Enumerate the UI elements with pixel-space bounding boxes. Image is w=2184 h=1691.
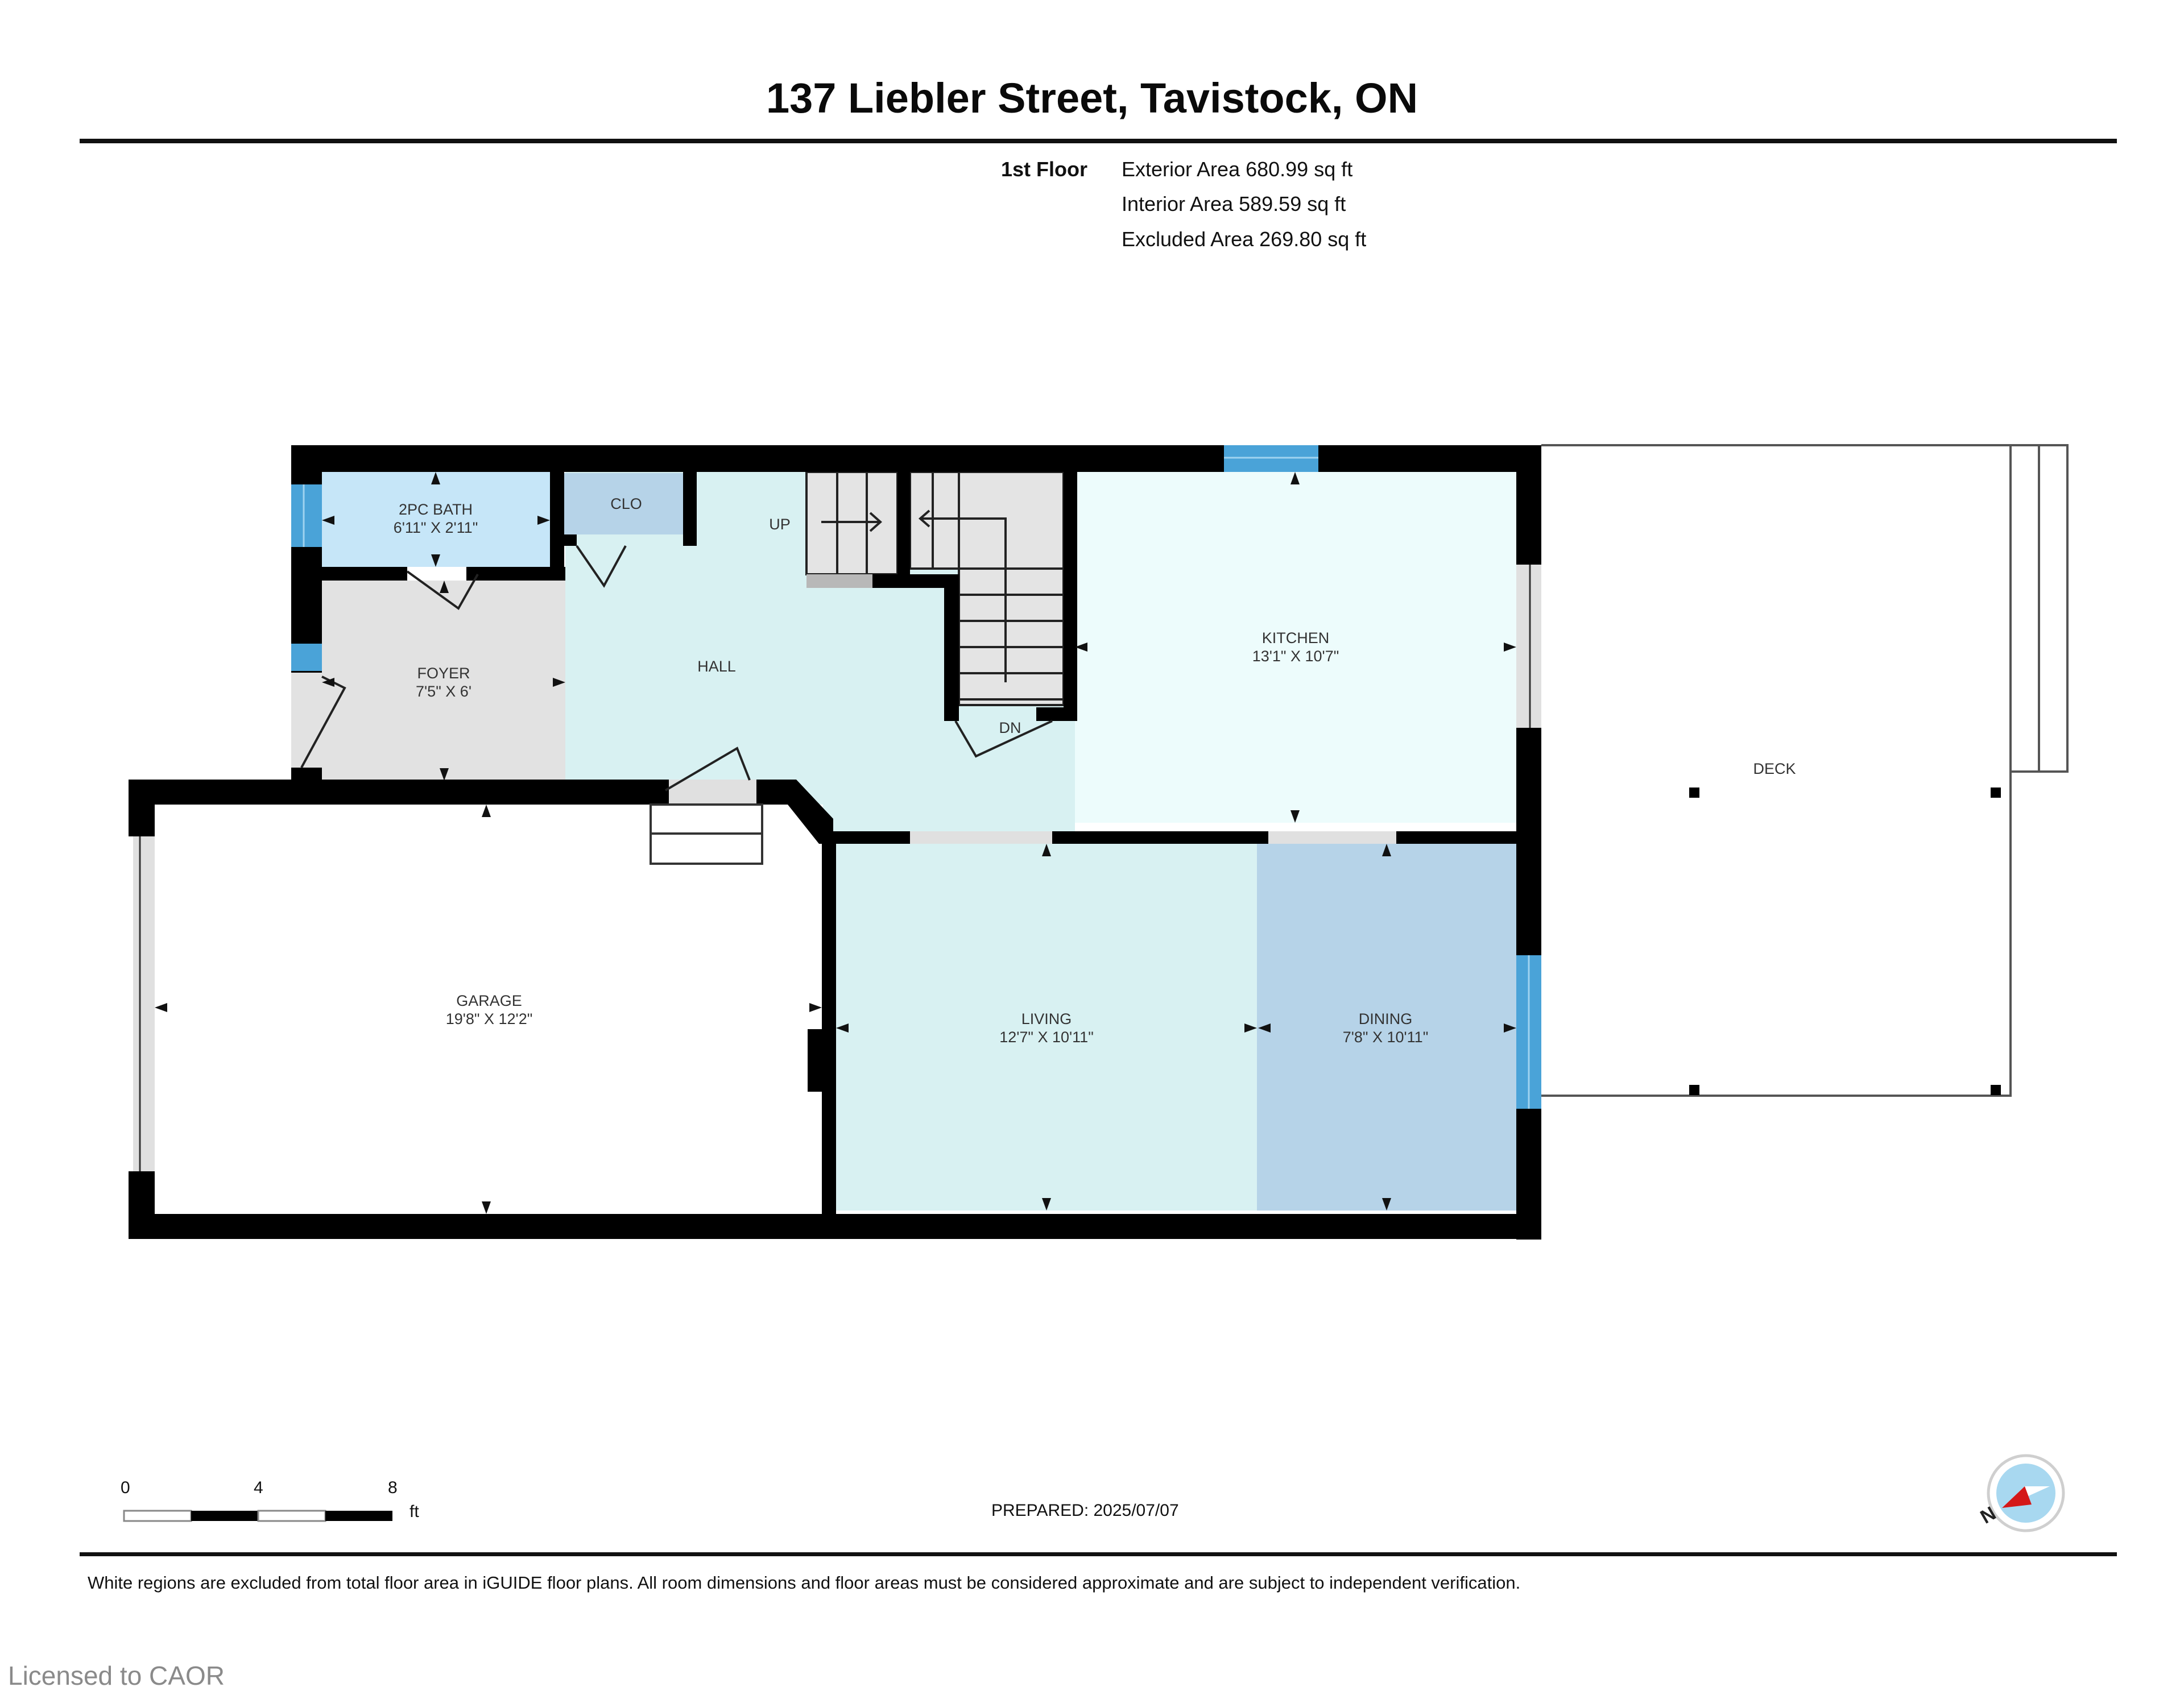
room-fill-dining: [1257, 844, 1516, 1211]
scale-tick-0: 0: [121, 1478, 130, 1497]
scale-unit: ft: [410, 1502, 419, 1521]
room-dimensions: 6'11" x 2'11": [393, 519, 478, 536]
stairs-up-label: UP: [769, 516, 791, 533]
stairs-up: [805, 471, 899, 588]
room-dimensions: 13'1" x 10'7": [1252, 648, 1339, 665]
watermark: Licensed to CAOR: [8, 1661, 225, 1690]
stairs-down-label: DN: [999, 719, 1021, 736]
room-name: DECK: [1753, 760, 1796, 777]
room-name: LIVING: [1021, 1010, 1072, 1027]
floor-label: 1st Floor: [1001, 158, 1088, 181]
room-fill-living: [836, 844, 1257, 1211]
room-garage: GARAGE 19'8" x 12'2": [398, 992, 580, 1028]
room-name: GARAGE: [456, 992, 522, 1009]
walls: [129, 445, 1541, 1240]
room-dimensions: 7'5" x 6': [416, 683, 471, 700]
excluded-area: Excluded Area 269.80 sq ft: [1122, 227, 1367, 251]
interior-area: Interior Area 589.59 sq ft: [1122, 192, 1346, 215]
deck-posts: [1689, 788, 2001, 1095]
room-name: KITCHEN: [1261, 629, 1330, 646]
room-fill-foyer: [322, 581, 565, 781]
room-fill-kitchen: [1075, 472, 1516, 823]
room-fill-bath: [322, 472, 550, 567]
room-name: HALL: [697, 658, 736, 675]
room-foyer: FOYER 7'5" x 6': [375, 664, 512, 701]
scale-bar: [123, 1510, 392, 1522]
room-deck: DECK: [1706, 760, 1843, 778]
room-living: LIVING 12'7" x 10'11": [956, 1010, 1138, 1046]
deck-outline: [1541, 444, 2069, 1097]
garage-steps: [650, 803, 763, 865]
dimension-arrows: [155, 472, 1516, 1214]
room-name: DINING: [1358, 1010, 1413, 1027]
exterior-area: Exterior Area 680.99 sq ft: [1122, 158, 1353, 181]
door-openings: [133, 565, 1541, 1171]
room-dimensions: 19'8" x 12'2": [445, 1010, 533, 1027]
door-swings: [300, 545, 1053, 791]
footer-divider: [80, 1552, 2117, 1556]
room-closet: CLO: [589, 495, 663, 513]
room-dimensions: 12'7" x 10'11": [999, 1029, 1094, 1046]
room-dining: DINING 7'8" x 10'11": [1294, 1010, 1476, 1046]
disclaimer: White regions are excluded from total fl…: [88, 1573, 1521, 1593]
room-kitchen: KITCHEN 13'1" x 10'7": [1205, 629, 1387, 665]
stairs-down: [909, 471, 1065, 706]
room-bath: 2PC BATH 6'11" x 2'11": [367, 500, 504, 537]
compass-icon: N: [1977, 1454, 2065, 1532]
title-divider: [80, 139, 2117, 143]
room-name: FOYER: [417, 665, 470, 682]
room-name: CLO: [610, 495, 642, 512]
room-fill-garage: [155, 805, 823, 1211]
scale-tick-8: 8: [388, 1478, 398, 1497]
prepared-date: PREPARED: 2025/07/07: [991, 1501, 1179, 1520]
room-dimensions: 7'8" x 10'11": [1342, 1029, 1429, 1046]
room-fill-closet: [564, 473, 683, 534]
scale-tick-4: 4: [254, 1478, 263, 1497]
room-name: 2PC BATH: [398, 501, 473, 518]
room-hall: HALL: [648, 657, 785, 675]
page-title: 137 Liebler Street, Tavistock, ON: [766, 74, 1418, 122]
